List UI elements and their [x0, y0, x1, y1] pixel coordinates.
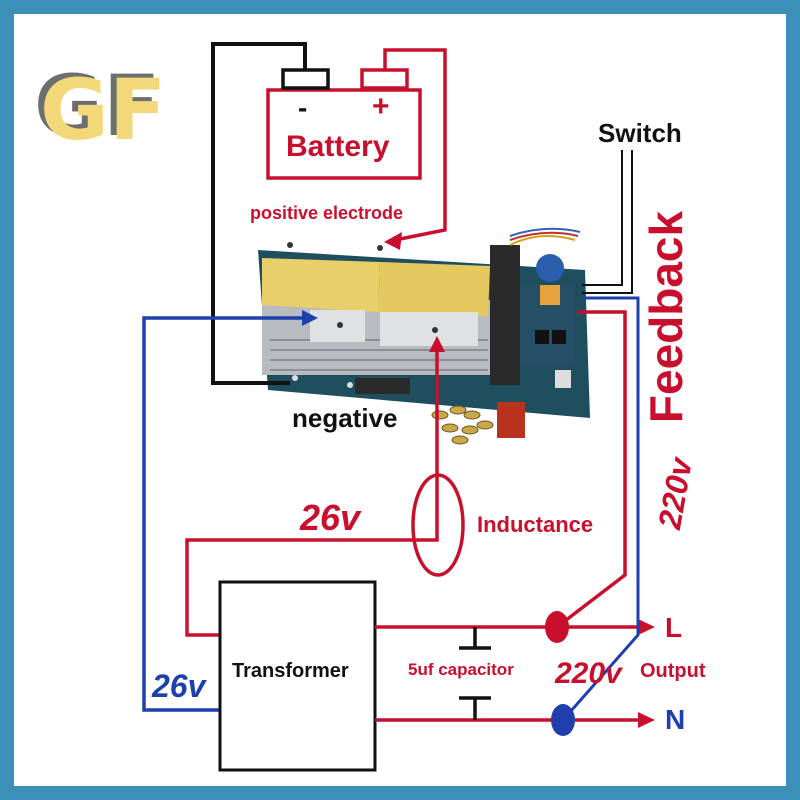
mounting-screw: [347, 382, 353, 388]
mounting-screw: [377, 245, 383, 251]
battery-negative-terminal: [281, 68, 330, 90]
positive-wire-arrow: [384, 232, 402, 250]
loose-screws: [431, 405, 494, 445]
heatsink-right-face: [380, 312, 478, 346]
capacitor-label: 5uf capacitor: [408, 660, 514, 679]
battery-negative-sign: -: [298, 92, 308, 123]
battery-positive-terminal: [360, 68, 409, 90]
voltage-220v-output: 220v: [555, 657, 622, 690]
gf-logo: GF GF: [34, 61, 190, 159]
voltage-26v-primary: 26v: [152, 668, 206, 704]
film-capacitor: [497, 402, 525, 438]
output-capacitor: [459, 627, 491, 720]
battery-label: Battery: [286, 130, 390, 163]
potentiometer: [536, 254, 564, 282]
inductance-coil: [411, 473, 465, 577]
mounting-screw: [337, 322, 343, 328]
negative-label: negative: [292, 403, 398, 433]
gf-logo-text: GF: [40, 61, 167, 159]
mounting-screw: [432, 327, 438, 333]
signal-wire: [509, 231, 579, 241]
live-terminal-label: L: [665, 612, 683, 643]
negative-wire: [211, 42, 307, 385]
primary-input-arrow: [302, 310, 318, 326]
transformer-box: [218, 580, 377, 772]
heatsink-right-top: [378, 262, 490, 316]
mounting-screw: [292, 375, 298, 381]
relay-component: [540, 285, 560, 305]
signal-wire: [509, 227, 581, 237]
inductance-label: Inductance: [477, 512, 594, 537]
positive-wire: [383, 48, 447, 242]
capacitor-component: [535, 330, 549, 344]
gf-logo-shadow: GF: [34, 57, 161, 155]
feedback-live-wire: [555, 310, 627, 629]
switch-wire: [582, 150, 623, 286]
signal-wire: [509, 235, 576, 246]
voltage-26v-secondary: 26v: [300, 497, 361, 538]
capacitor-component: [552, 330, 566, 344]
mounting-screw: [287, 242, 293, 248]
neutral-terminal-label: N: [665, 704, 686, 735]
inverter-board: [258, 227, 590, 445]
switch-label: Switch: [598, 118, 682, 148]
switch-wire: [582, 150, 633, 294]
transformer-label: Transformer: [232, 660, 349, 682]
neutral-output-arrow: [638, 712, 655, 728]
positive-electrode-label: positive electrode: [250, 203, 404, 223]
feedback-label: Feedback: [640, 210, 693, 424]
connector-component: [555, 370, 571, 388]
battery-body: [266, 88, 422, 180]
battery-positive-sign: +: [372, 90, 390, 123]
mosfet-bank: [490, 245, 520, 385]
output-label: Output: [640, 660, 706, 682]
feedback-neutral-wire: [561, 296, 640, 721]
heatsink-left-top: [262, 258, 380, 312]
live-output-arrow: [638, 619, 655, 635]
header-connector: [355, 378, 410, 394]
secondary-wire-arrow: [429, 336, 445, 352]
primary-input-wire: [142, 316, 305, 712]
